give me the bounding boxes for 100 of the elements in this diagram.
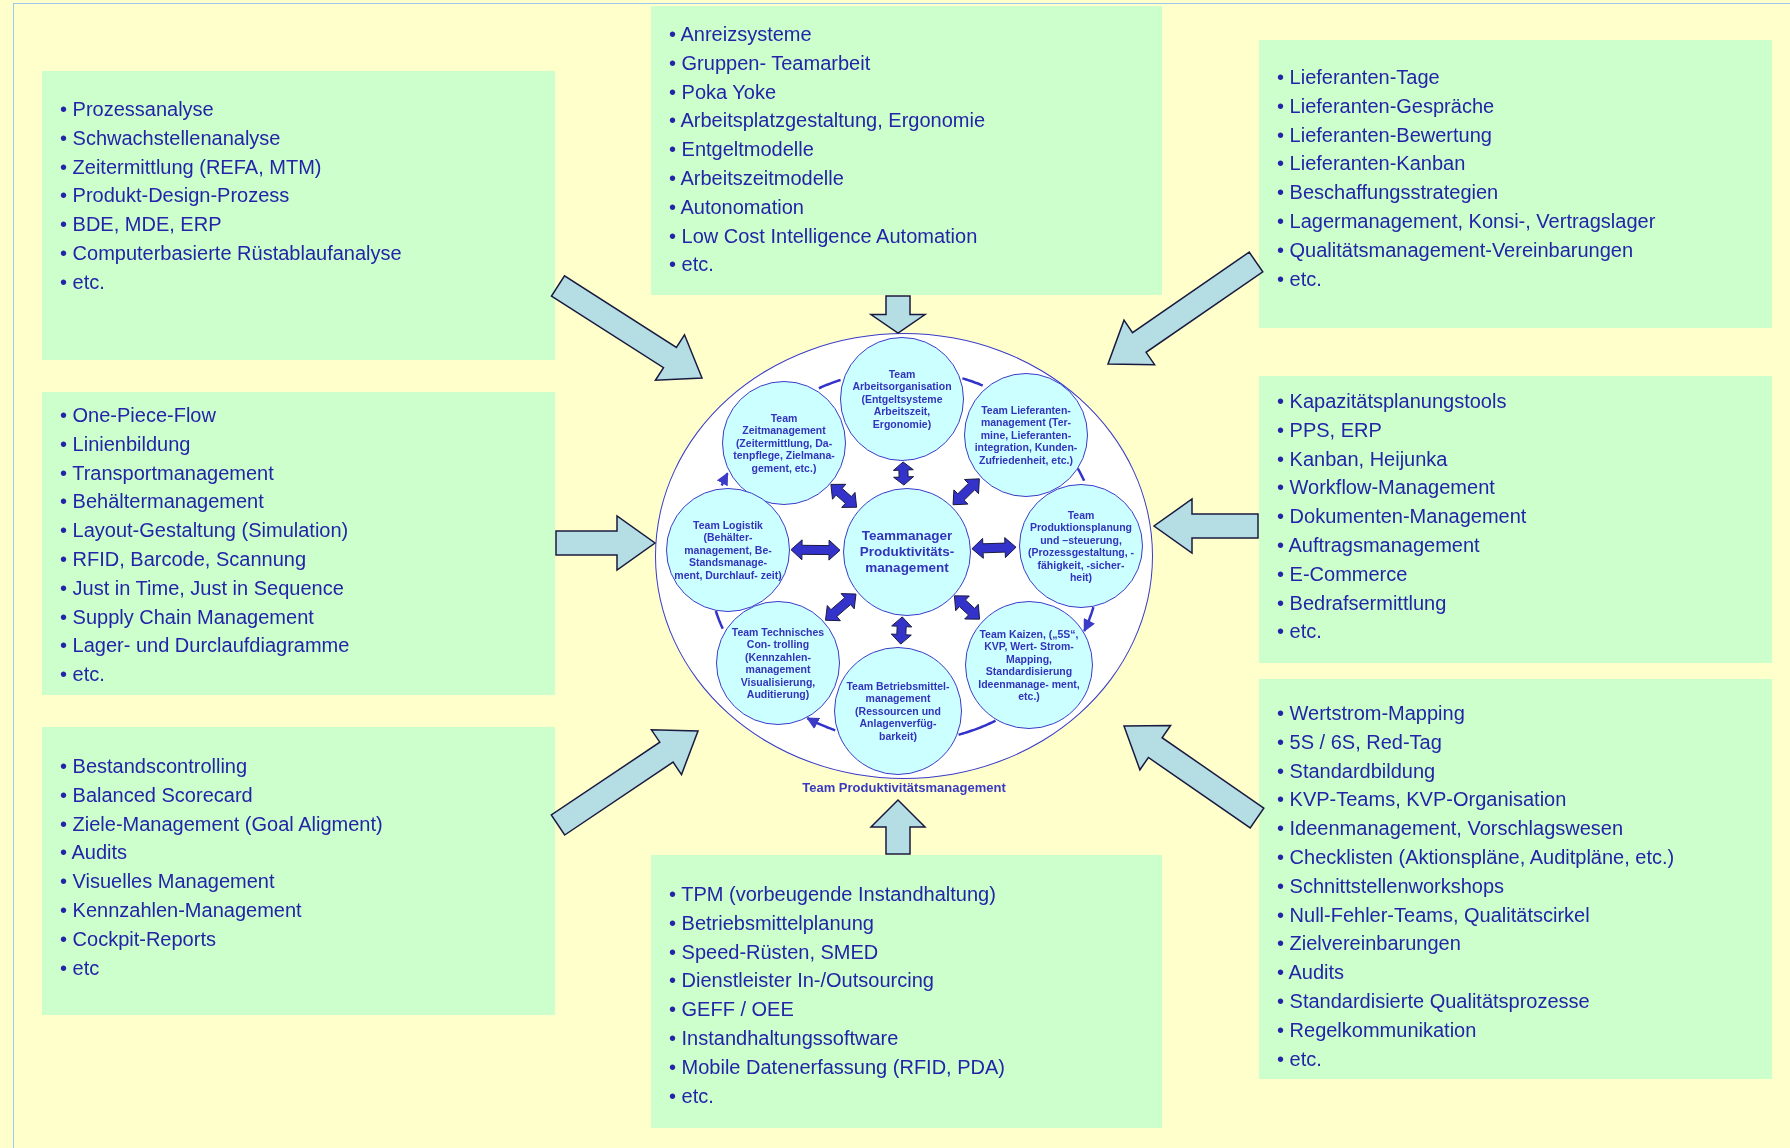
ring-arrow: [806, 717, 836, 732]
bullet-item: • Regelkommunikation: [1277, 1017, 1478, 1043]
bullet-item: • Transportmanagement: [60, 460, 275, 486]
bullet-item: • Wertstrom-Mapping: [1277, 701, 1466, 726]
topic-box: [651, 6, 1162, 295]
bullet-item: • Computerbasierte Rüstablaufanalyse: [60, 241, 403, 266]
bullet-item: • etc.: [60, 269, 106, 295]
bullet-item: • Balanced Scorecard: [60, 782, 254, 808]
bullet-item: • Prozessanalyse: [60, 97, 215, 122]
bullet-item: • TPM (vorbeugende Instandhaltung): [669, 882, 997, 907]
topic-box: [42, 392, 555, 695]
block-arrow: [971, 537, 1017, 559]
bullet-item: • Arbeitsplatzgestaltung, Ergonomie: [669, 108, 987, 134]
bullet-item: • Zielvereinbarungen: [1277, 931, 1462, 957]
topic-box: [651, 855, 1162, 1128]
bullet-item: • RFID, Barcode, Scannung: [60, 547, 307, 572]
team-label: Teammanager Produktivitäts- management: [858, 528, 956, 576]
bullet-item: • GEFF / OEE: [669, 997, 795, 1023]
block-arrow: [869, 798, 927, 855]
bullet-item: • Dienstleister In-/Outsourcing: [669, 968, 935, 994]
bullet-item: • Supply Chain Management: [60, 604, 315, 630]
bullet-item: • Lieferanten-Tage: [1277, 65, 1441, 90]
bullet-item: • KVP-Teams, KVP-Organisation: [1277, 787, 1568, 813]
block-arrow: [1152, 497, 1259, 555]
bullet-item: • Behältermanagement: [60, 489, 265, 515]
bullet-item: • etc.: [1277, 266, 1323, 292]
bullet-item: • Beschaffungsstrategien: [1277, 180, 1500, 206]
bullet-item: • Schwachstellenanalyse: [60, 125, 282, 151]
bullet-item: • Visuelles Management: [60, 869, 276, 895]
bullet-item: • Schnittstellenworkshops: [1277, 873, 1506, 899]
team-label: Team Technisches Con- trolling (Kennzahlen- management Visualisierung, Auditierung): [730, 625, 826, 701]
bullet-item: • Arbeitszeitmodelle: [669, 166, 845, 191]
block-arrow: [790, 539, 841, 561]
block-arrow: [1106, 251, 1264, 366]
bullet-item: • etc.: [60, 662, 106, 688]
bullet-item: • etc.: [1277, 1046, 1323, 1072]
bullet-item: • Gruppen- Teamarbeit: [669, 50, 872, 76]
topic-box: [1259, 40, 1772, 328]
bullet-item: • 5S / 6S, Red-Tag: [1277, 729, 1443, 755]
bullet-item: • Standardisierte Qualitätsprozesse: [1277, 988, 1591, 1014]
bullet-item: • Audits: [1277, 960, 1346, 986]
block-arrow: [868, 295, 928, 334]
bullet-item: • Ideenmanagement, Vorschlagswesen: [1277, 816, 1625, 842]
bullet-item: • Dokumenten-Management: [1277, 504, 1528, 530]
team-label: Team Kaizen, („5S“, KVP, Wert- Strom-Mapping, Standardisierung Ideenmanage- ment, etc.): [977, 627, 1081, 703]
block-arrow: [550, 274, 704, 382]
block-arrow: [952, 478, 980, 506]
team-label: Team Logistik (Behälter- management, Be- Standsmanage- ment, Durchlauf- zeit): [674, 518, 782, 582]
bullet-item: • PPS, ERP: [1277, 417, 1383, 443]
bullet-item: • Speed-Rüsten, SMED: [669, 939, 880, 965]
team-label: Team Arbeitsorganisation (Entgeltsysteme Arbeitszeit, Ergonomie): [851, 367, 953, 431]
bullet-item: • Produkt-Design-Prozess: [60, 183, 291, 209]
block-arrow: [550, 729, 700, 837]
bullet-item: • Lagermanagement, Konsi-, Vertragslager: [1277, 209, 1657, 234]
ring-arrow: [716, 472, 729, 487]
block-arrow: [890, 616, 913, 645]
bullet-item: • Workflow-Management: [1277, 475, 1496, 501]
block-arrow: [892, 461, 915, 486]
bullet-item: • Ziele-Management (Goal Aligment): [60, 811, 384, 837]
bullet-item: • Lieferanten-Gespräche: [1277, 93, 1496, 119]
bullet-item: • Mobile Datenerfassung (RFID, PDA): [669, 1054, 1006, 1080]
bullet-item: • Anreizsysteme: [669, 22, 813, 47]
bullet-item: • etc: [60, 955, 101, 981]
team-label: Team Lieferanten- management (Ter- mine, Lieferanten- integration, Kunden- Zufriedenheit, etc.): [973, 403, 1079, 467]
bullet-item: • Just in Time, Just in Sequence: [60, 575, 345, 601]
bullet-item: • Low Cost Intelligence Automation: [669, 223, 979, 249]
bullet-item: • Kennzahlen-Management: [60, 898, 303, 923]
ring-arrow: [1083, 606, 1095, 632]
block-arrow: [555, 514, 657, 572]
bullet-item: • Qualitätsmanagement-Vereinbarungen: [1277, 237, 1635, 263]
bullet-item: • Lieferanten-Bewertung: [1277, 122, 1493, 148]
block-arrow: [1122, 724, 1265, 829]
bullet-item: • Entgeltmodelle: [669, 137, 815, 163]
bullet-item: • Kapazitätsplanungstools: [1277, 389, 1508, 414]
bullet-item: • E-Commerce: [1277, 561, 1409, 587]
bullet-item: • Layout-Gestaltung (Simulation): [60, 518, 350, 544]
bullet-item: • Standardbildung: [1277, 758, 1437, 784]
block-arrow: [953, 595, 981, 620]
bullet-item: • Autonomation: [669, 194, 805, 220]
bullet-item: • Poka Yoke: [669, 79, 778, 105]
ellipse-title: Team Produktivitätsmanagement: [802, 780, 1006, 795]
bullet-item: • Zeitermittlung (REFA, MTM): [60, 154, 323, 180]
bullet-item: • Bestandscontrolling: [60, 754, 249, 779]
team-label: Team Zeitmanagement (Zeitermittlung, Da- tenpflege, Zielmana- gement, etc.): [732, 411, 836, 475]
bullet-item: • Audits: [60, 840, 129, 866]
block-arrow: [830, 483, 858, 508]
topic-box: [42, 71, 555, 360]
bullet-item: • Null-Fehler-Teams, Qualitätscirkel: [1277, 902, 1591, 928]
bullet-item: • Lager- und Durclaufdiagramme: [60, 633, 351, 659]
bullet-item: • Betriebsmittelplanung: [669, 910, 875, 936]
topic-box: [42, 727, 555, 1015]
team-label: Team Betriebsmittel- management (Ressourcen und Anlagenverfüg- barkeit): [845, 679, 951, 743]
bullet-item: • Kanban, Heijunka: [1277, 446, 1449, 472]
team-label: Team Produktionsplanung und –steuerung, (Prozessgestaltung, -fähigkeit, -sicher- heit): [1027, 508, 1135, 584]
bullet-item: • etc.: [669, 1083, 715, 1109]
bullet-item: • Linienbildung: [60, 431, 192, 457]
bullet-item: • Cockpit-Reports: [60, 926, 217, 952]
bullet-item: • BDE, MDE, ERP: [60, 212, 223, 238]
block-arrow: [825, 593, 857, 622]
bullet-item: • Instandhaltungssoftware: [669, 1026, 900, 1051]
